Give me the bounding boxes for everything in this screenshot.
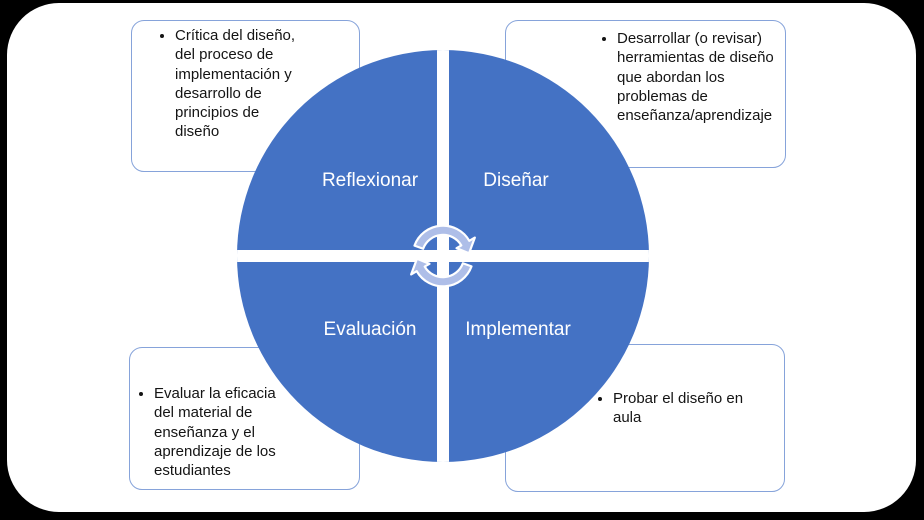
quadrant-label-disenar: Diseñar xyxy=(483,170,549,191)
quadrant-label-implementar: Implementar xyxy=(465,319,571,340)
bullet-list: Crítica del diseño, del proceso de imple… xyxy=(132,21,359,142)
quadrant-label-reflexionar: Reflexionar xyxy=(321,170,419,191)
cycle-arrows-icon xyxy=(410,224,476,288)
cycle-diagram: Reflexionar Diseñar Evaluación Implement… xyxy=(237,50,649,462)
bullet-item-evaluate: Evaluar la eficacia del material de ense… xyxy=(154,384,355,480)
bullet-item-reflect: Crítica del diseño, del proceso de imple… xyxy=(175,26,355,142)
bullet-list: Probar el diseño en aula xyxy=(506,345,784,428)
bullet-item-design: Desarrollar (o revisar) herramientas de … xyxy=(617,29,783,125)
quadrant-divider-horizontal xyxy=(237,250,649,262)
quadrant-label-evaluacion: Evaluación xyxy=(323,319,417,340)
bullet-list: Evaluar la eficacia del material de ense… xyxy=(130,348,359,480)
bullet-list: Desarrollar (o revisar) herramientas de … xyxy=(506,21,785,125)
bullet-item-implement: Probar el diseño en aula xyxy=(613,389,782,428)
